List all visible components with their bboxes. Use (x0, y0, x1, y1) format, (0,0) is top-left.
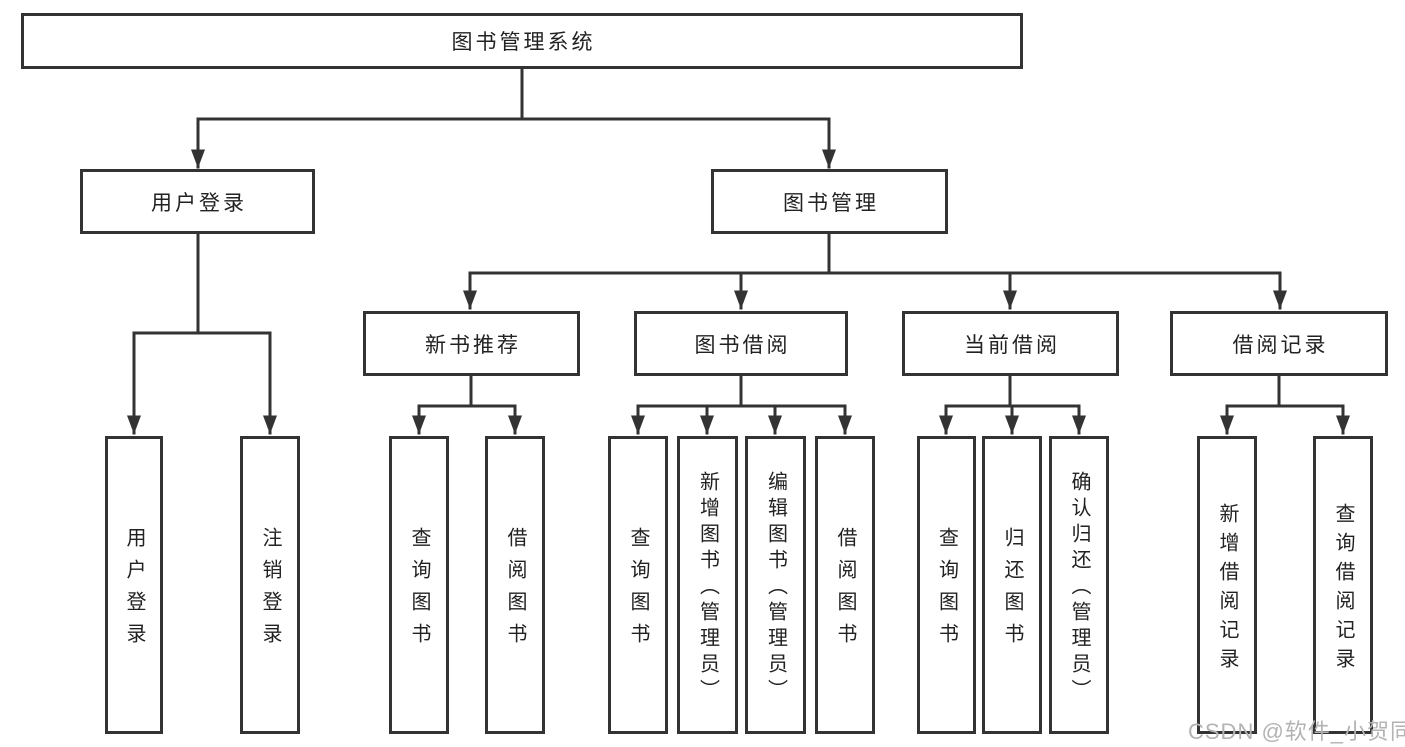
node-new-book-recommend-label: 新书推荐 (425, 333, 521, 357)
leaf-query-borrow-record: 查询借阅记录 (1313, 436, 1373, 734)
connector-current-borrow-children (939, 374, 1086, 435)
leaf-query-borrow-record-label: 查询借阅记录 (1332, 502, 1354, 677)
leaf-query-books-recommend: 查询图书 (389, 436, 449, 734)
connector-book-borrow-children (631, 374, 852, 435)
leaf-query-books-recommend-label: 查询图书 (408, 527, 430, 655)
node-borrow-records: 借阅记录 (1170, 311, 1388, 376)
leaf-query-books-borrow-label: 查询图书 (627, 527, 649, 655)
leaf-edit-books-admin: 编辑图书（管理员） (745, 436, 806, 734)
leaf-query-books-current: 查询图书 (917, 436, 976, 734)
connector-book-management-sections (463, 232, 1287, 310)
leaf-add-borrow-record-label: 新增借阅记录 (1216, 502, 1238, 677)
leaf-borrow-books-recommend: 借阅图书 (485, 436, 545, 734)
leaf-return-books-label: 归还图书 (1001, 527, 1023, 655)
leaf-confirm-return-admin: 确认归还（管理员） (1049, 436, 1109, 734)
node-new-book-recommend: 新书推荐 (363, 311, 580, 376)
leaf-confirm-return-admin-label: 确认归还（管理员） (1068, 471, 1090, 705)
connector-new-book-recommend-children (412, 374, 522, 435)
node-book-borrow-label: 图书借阅 (694, 333, 791, 357)
node-user-login: 用户登录 (80, 169, 315, 234)
node-book-management-label: 图书管理 (783, 191, 879, 215)
node-current-borrow-label: 当前借阅 (964, 333, 1060, 357)
node-current-borrow: 当前借阅 (902, 311, 1119, 376)
leaf-return-books: 归还图书 (982, 436, 1042, 734)
connector-root-to-level2 (191, 67, 836, 169)
node-book-borrow: 图书借阅 (634, 311, 848, 376)
csdn-watermark: CSDN @软件_小贺同学 (1188, 719, 1405, 744)
leaf-edit-books-admin-label: 编辑图书（管理员） (764, 471, 787, 705)
leaf-borrow-books-label: 借阅图书 (834, 527, 856, 655)
leaf-user-login-label: 用户登录 (123, 527, 145, 655)
leaf-user-login: 用户登录 (105, 436, 163, 734)
leaf-add-borrow-record: 新增借阅记录 (1197, 436, 1257, 734)
leaf-borrow-books: 借阅图书 (815, 436, 875, 734)
connector-user-login-children (127, 232, 277, 435)
node-book-management: 图书管理 (711, 169, 948, 234)
connector-borrow-records-children (1220, 374, 1350, 435)
node-borrow-records-label: 借阅记录 (1232, 333, 1329, 357)
leaf-add-books-admin: 新增图书（管理员） (677, 436, 738, 734)
node-library-management-system: 图书管理系统 (21, 13, 1023, 69)
node-library-management-system-label: 图书管理系统 (451, 31, 596, 54)
leaf-query-books-borrow: 查询图书 (608, 436, 668, 734)
leaf-logout: 注销登录 (240, 436, 300, 734)
leaf-query-books-current-label: 查询图书 (935, 527, 958, 655)
leaf-borrow-books-recommend-label: 借阅图书 (504, 527, 526, 655)
node-user-login-label: 用户登录 (151, 191, 247, 215)
leaf-add-books-admin-label: 新增图书（管理员） (696, 471, 719, 705)
leaf-logout-label: 注销登录 (259, 527, 281, 655)
